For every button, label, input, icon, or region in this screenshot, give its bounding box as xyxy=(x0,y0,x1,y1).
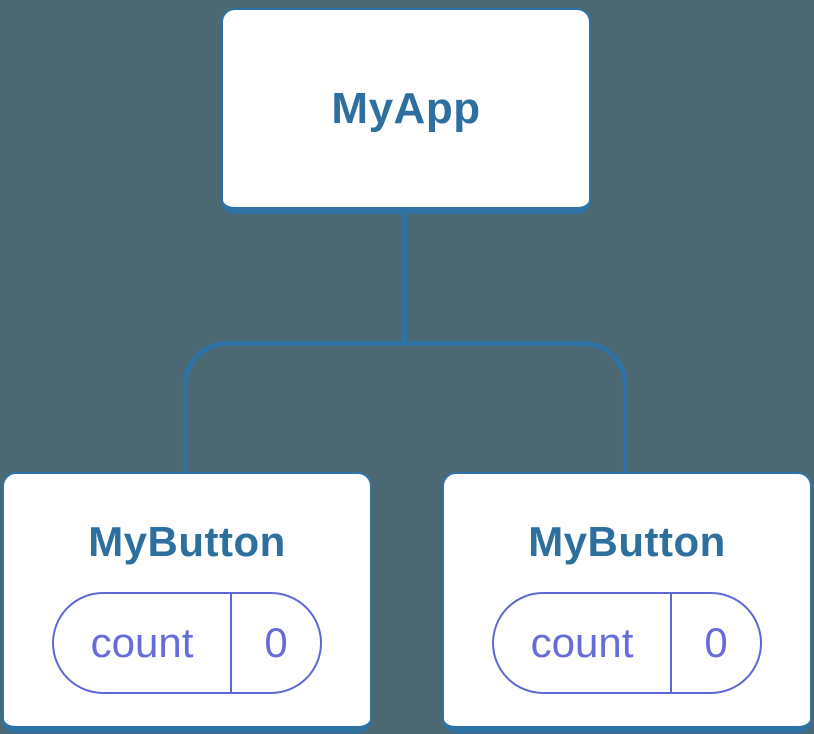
node-mybutton-left: MyButton count 0 xyxy=(2,472,372,733)
state-value-cell: 0 xyxy=(230,594,320,692)
state-name-cell: count xyxy=(54,594,230,692)
node-myapp: MyApp xyxy=(221,8,591,214)
state-name-cell: count xyxy=(494,594,670,692)
state-pill-left: count 0 xyxy=(52,592,322,694)
connector-bracket xyxy=(183,341,628,472)
state-value-cell: 0 xyxy=(670,594,760,692)
node-myapp-label: MyApp xyxy=(331,83,481,133)
state-name: count xyxy=(530,619,634,666)
connector-stem xyxy=(402,211,407,343)
node-mybutton-left-label: MyButton xyxy=(88,518,286,565)
state-name: count xyxy=(90,619,194,666)
state-value: 0 xyxy=(704,619,728,666)
node-mybutton-right: MyButton count 0 xyxy=(442,472,812,733)
state-pill-right: count 0 xyxy=(492,592,762,694)
node-mybutton-right-label: MyButton xyxy=(528,518,726,565)
state-value: 0 xyxy=(264,619,288,666)
